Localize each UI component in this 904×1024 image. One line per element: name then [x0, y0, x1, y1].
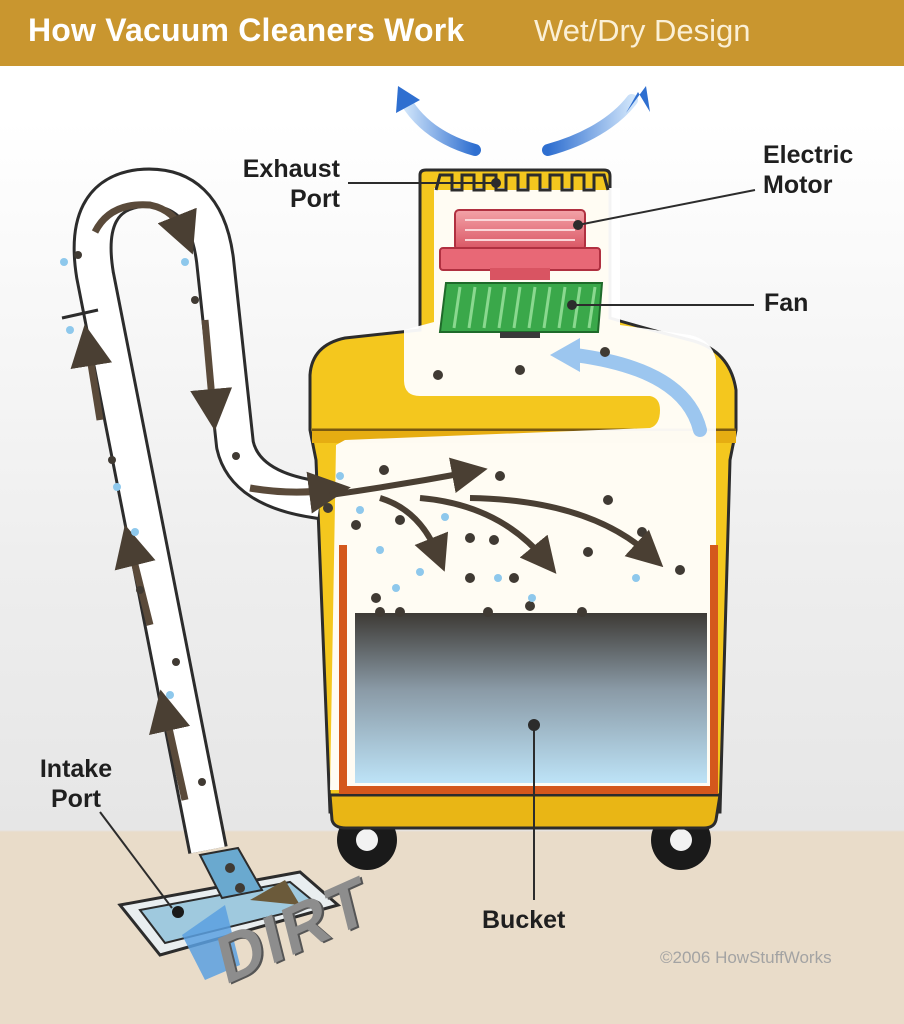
floor-nozzle: [117, 846, 342, 980]
fan-intake-air-arrow: [550, 338, 707, 437]
hose-flow-arrows: [70, 201, 351, 801]
title-bar: How Vacuum Cleaners Work Wet/Dry Design: [0, 0, 904, 66]
fan: [438, 282, 604, 338]
page-subtitle: Wet/Dry Design: [534, 13, 751, 48]
fan-label: Fan: [764, 289, 809, 317]
electric-motor-label-line2: Motor: [763, 171, 833, 199]
exhaust-port-label-line1: Exhaust: [242, 155, 340, 183]
copyright-notice: ©2006 HowStuffWorks: [660, 948, 832, 967]
electric-motor-label: Electric Motor: [763, 140, 853, 200]
dirt-particles: [74, 251, 685, 893]
hose: [61, 167, 324, 854]
page-title: How Vacuum Cleaners Work: [28, 12, 465, 48]
intake-port-label-line1: Intake: [39, 755, 113, 783]
exhaust-port-label: Exhaust Port: [220, 154, 340, 214]
exhaust-port-label-line2: Port: [290, 185, 340, 213]
intake-port-label: Intake Port: [28, 754, 124, 814]
electric-motor-label-line1: Electric: [763, 141, 854, 169]
bucket-label: Bucket: [482, 906, 566, 934]
bucket: [339, 545, 718, 794]
leader-lines: [99, 178, 756, 909]
electric-motor: [439, 209, 601, 280]
intake-port-label-line2: Port: [51, 785, 101, 813]
exhaust-air-arrows: [396, 86, 650, 156]
chamber-flow-arrows: [329, 457, 664, 574]
